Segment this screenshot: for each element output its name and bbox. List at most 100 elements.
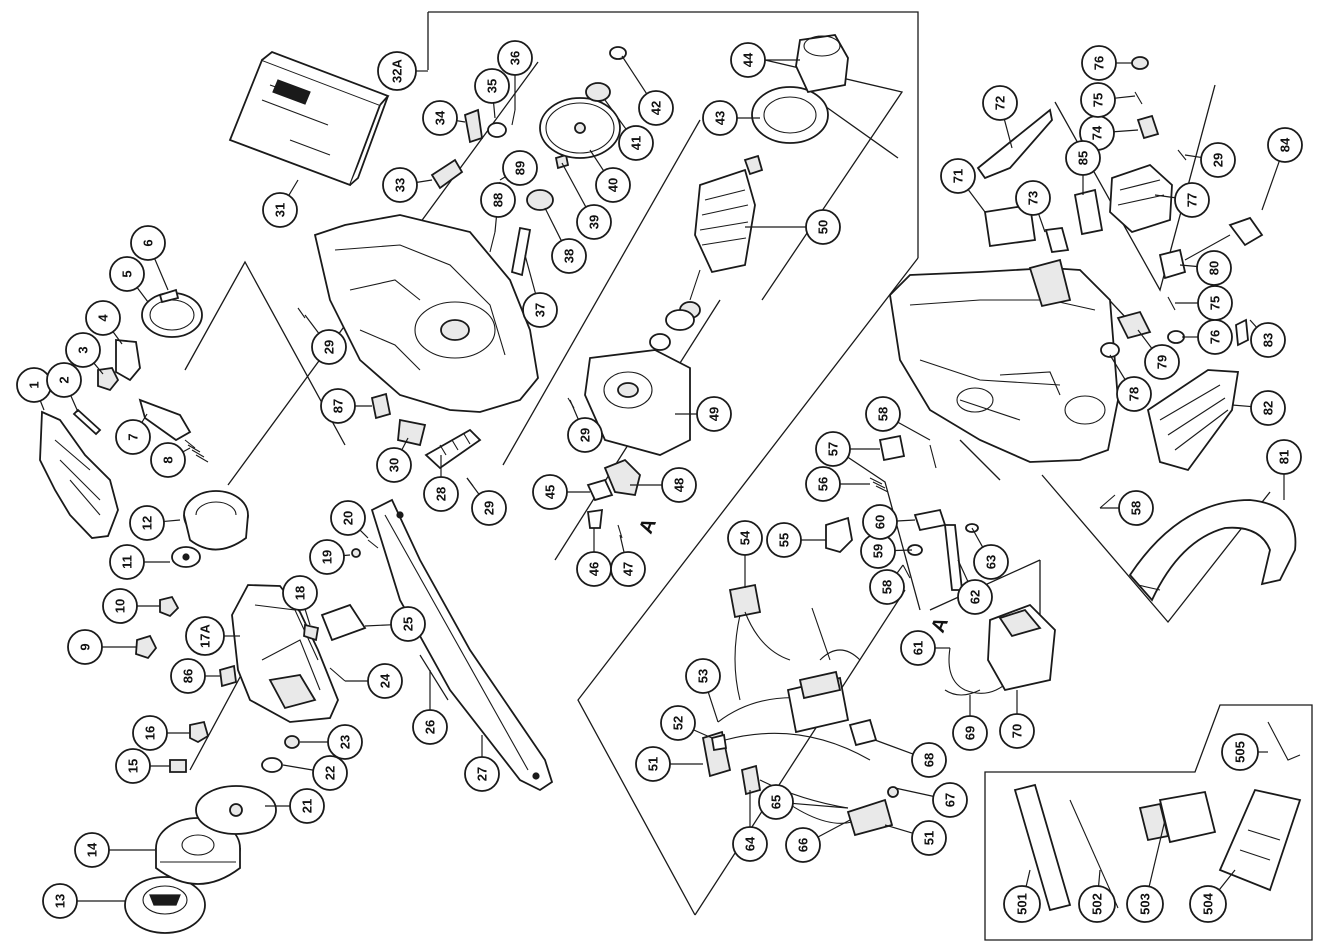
callout-circle: [1200, 142, 1236, 178]
callout-33: 33: [382, 167, 433, 203]
callout-circle: [932, 782, 968, 818]
callout-label: 76: [1092, 56, 1107, 70]
callout-label: 36: [508, 51, 523, 65]
callout-circle: [702, 100, 738, 136]
callout-circle: [320, 388, 356, 424]
callout-circle: [532, 474, 568, 510]
callout-leader: [894, 549, 913, 552]
brake-band-part-30: [397, 418, 427, 447]
callout-41: 41: [604, 99, 654, 161]
cap-part-79: [1116, 310, 1152, 340]
callout-circle: [911, 742, 947, 778]
callout-circle: [367, 663, 403, 699]
callout-label: 25: [401, 617, 416, 631]
callout-66: 66: [785, 819, 851, 863]
callout-58: 58: [869, 564, 905, 605]
file-part-502: [1069, 799, 1119, 909]
callout-7: 7: [115, 413, 151, 455]
callout-label: 29: [578, 428, 593, 442]
callout-circle: [67, 629, 103, 665]
callout-55: 55: [766, 522, 826, 558]
callout-circle: [497, 40, 533, 76]
callout-circle: [940, 158, 976, 194]
callout-label: 88: [491, 193, 506, 207]
callout-35: 35: [474, 68, 510, 119]
callout-60: 60: [862, 504, 916, 540]
callout-leader: [1025, 869, 1031, 887]
callout-71: 71: [940, 158, 986, 213]
pin-part-62: [943, 524, 964, 591]
callout-2: 2: [46, 362, 82, 413]
callout-label: 44: [741, 52, 756, 67]
callout-58: 58: [865, 396, 931, 441]
callout-82: 82: [1231, 390, 1286, 426]
callout-84: 84: [1261, 127, 1303, 211]
callout-label: 20: [341, 511, 356, 525]
callout-label: 75: [1208, 296, 1223, 310]
callout-83: 83: [1249, 319, 1286, 358]
callout-label: 71: [951, 169, 966, 183]
callout-3: 3: [65, 332, 104, 375]
callout-label: 58: [876, 407, 891, 421]
gear-part-40: [539, 97, 621, 159]
callout-circle: [661, 467, 697, 503]
washer-part-11: [171, 546, 201, 568]
callout-label: 55: [777, 533, 792, 547]
callout-leader: [1184, 154, 1202, 159]
callout-63: 63: [971, 527, 1009, 580]
callout-leader: [792, 802, 849, 809]
callout-circle: [869, 569, 905, 605]
nut-part-23: [284, 735, 300, 749]
callout-leader: [1231, 404, 1252, 408]
callout-circle: [610, 551, 646, 587]
spring-assembly-part-80: [1158, 234, 1231, 280]
callout-label: 65: [769, 795, 784, 809]
callout-leader: [401, 437, 409, 451]
callout-circle: [862, 504, 898, 540]
callout-23: 23: [300, 724, 363, 760]
section-mark-label: A: [635, 515, 661, 537]
callout-502: 502: [1078, 869, 1116, 923]
callout-label: 4: [96, 314, 111, 322]
callout-circle: [109, 544, 145, 580]
oil-bottle-part-503: [1138, 790, 1217, 844]
callout-circle: [109, 256, 145, 292]
callout-leader: [359, 529, 369, 539]
callout-36: 36: [497, 40, 533, 110]
guide-washer-part-21: [195, 785, 277, 835]
callout-circle: [766, 522, 802, 558]
callout-37: 37: [522, 254, 558, 328]
callout-label: 80: [1207, 261, 1222, 275]
motor-controller-part-70: [987, 603, 1056, 692]
callout-circle: [1250, 390, 1286, 426]
callout-leader: [492, 102, 496, 119]
callout-label: 56: [816, 477, 831, 491]
callout-circle: [130, 225, 166, 261]
spindle-part-37: [510, 226, 532, 277]
bolt-part-86: [219, 664, 237, 688]
callout-label: 33: [393, 178, 408, 192]
callout-leader: [70, 395, 79, 413]
callout-61: 61: [900, 630, 950, 666]
lever-part-60: [913, 508, 947, 532]
callout-label: 52: [671, 716, 686, 730]
callout-label: 53: [696, 669, 711, 683]
rear-handle-housing: [889, 258, 1119, 463]
callout-leader: [896, 519, 916, 522]
tensioner-bracket-part-4: [115, 339, 141, 382]
callout-label: 13: [53, 894, 68, 908]
callout-6: 6: [130, 225, 169, 291]
callout-leader: [817, 819, 851, 838]
callout-28: 28: [423, 455, 459, 512]
part-callouts: 1234567891011121314151617A18192021222324…: [16, 40, 1303, 923]
motor-housing-part-32A: [313, 214, 539, 413]
callout-circle: [1118, 490, 1154, 526]
label-part-71: [983, 203, 1037, 248]
callout-leader: [1218, 869, 1236, 891]
clutch-drum-part-13: [124, 876, 206, 934]
callout-78: 78: [1109, 354, 1152, 412]
callout-11: 11: [109, 544, 170, 580]
callout-9: 9: [67, 629, 137, 665]
callout-leader: [1179, 264, 1198, 268]
